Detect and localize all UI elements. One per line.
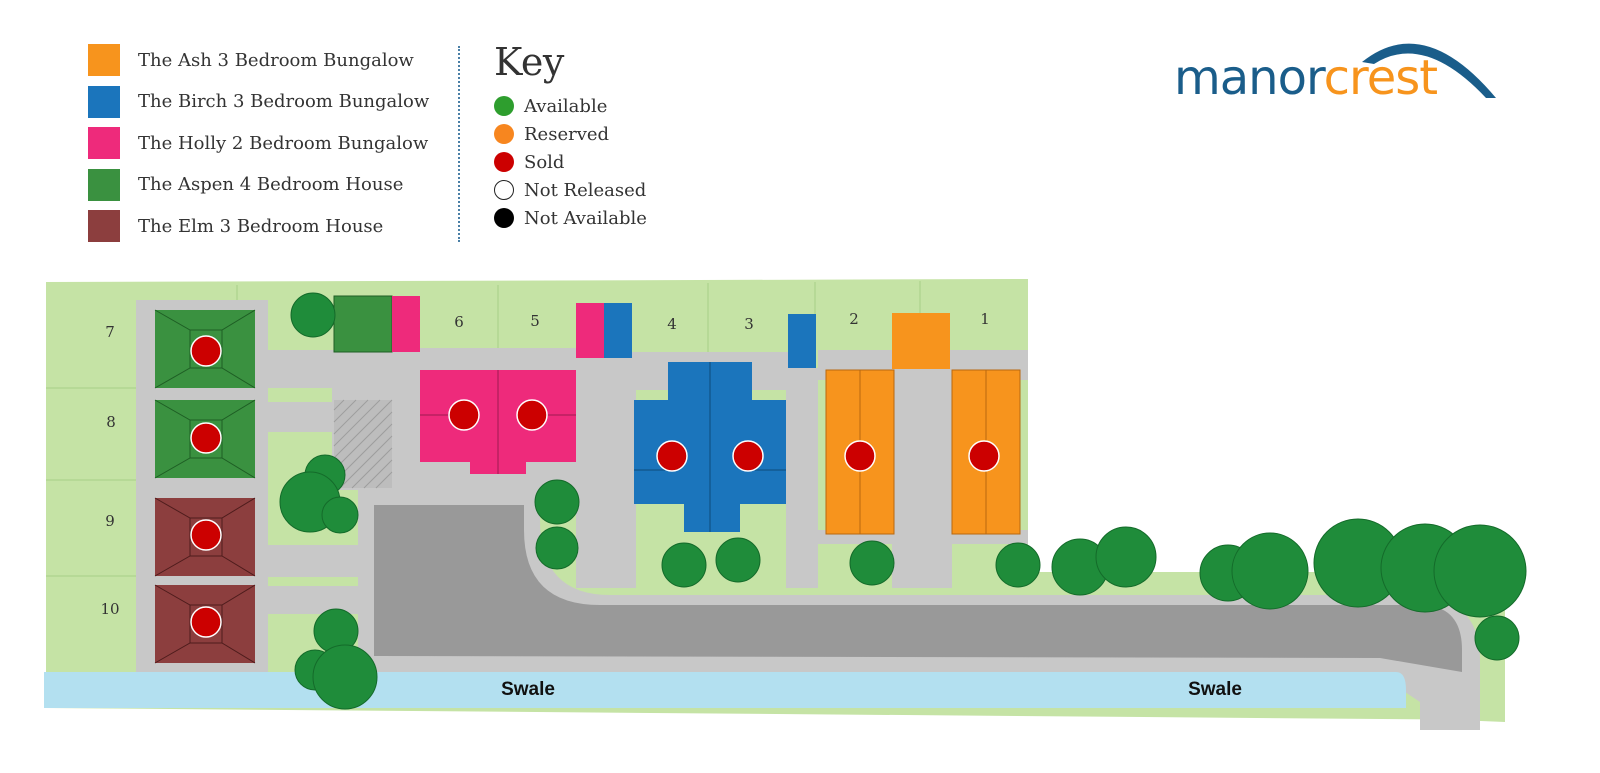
logo-word-crest: crest: [1323, 50, 1438, 106]
manorcrest-logo: manorcrest: [1174, 28, 1504, 108]
plot-number-2: 2: [849, 310, 859, 328]
legend-item-ash: The Ash 3 Bedroom Bungalow: [88, 44, 429, 76]
plot-number-7: 7: [105, 323, 115, 341]
tree-icon: [1095, 526, 1157, 588]
sold-marker-plot-6: [448, 399, 480, 431]
tree-icon: [995, 542, 1041, 588]
legend-item-birch: The Birch 3 Bedroom Bungalow: [88, 85, 430, 118]
legend-item-aspen: The Aspen 4 Bedroom House: [88, 168, 429, 201]
key-label: Available: [524, 95, 608, 117]
legend-label: The Ash 3 Bedroom Bungalow: [138, 49, 414, 71]
legend-divider: [458, 46, 460, 242]
garage-holly-6: [392, 296, 420, 352]
sold-marker-plot-1: [968, 440, 1000, 472]
key-title: Key: [494, 40, 564, 84]
legend-swatch-elm: [88, 210, 120, 242]
plot-numbers: 1 2 3 4 5 6 7 8 9 10: [100, 310, 989, 618]
logo-wordmark: manorcrest: [1174, 54, 1438, 102]
legend-label: The Holly 2 Bedroom Bungalow: [138, 132, 429, 154]
plot-number-10: 10: [100, 600, 119, 618]
plot-boundaries: [46, 281, 921, 577]
swale-label-west: Swale: [501, 679, 555, 700]
not-available-dot-icon: [494, 208, 514, 228]
plot-number-3: 3: [744, 315, 754, 333]
garage-birch-4: [604, 303, 632, 358]
reserved-dot-icon: [494, 124, 514, 144]
available-dot-icon: [494, 96, 514, 116]
key-label: Not Available: [524, 207, 647, 229]
key-item-reserved: Reserved: [494, 120, 647, 148]
tree-icon: [534, 479, 580, 525]
plot-number-1: 1: [980, 310, 990, 328]
plot-number-9: 9: [105, 512, 115, 530]
swale-water: [44, 672, 1406, 708]
house-plots-5-6[interactable]: [420, 370, 576, 474]
sold-marker-plot-5: [516, 399, 548, 431]
status-key: Key Available Reserved Sold Not Released…: [494, 40, 647, 232]
garage-aspen: [333, 295, 393, 353]
key-item-not-available: Not Available: [494, 204, 647, 232]
key-label: Sold: [524, 151, 565, 173]
plot-number-4: 4: [667, 315, 677, 333]
not-released-dot-icon: [494, 180, 514, 200]
sold-marker-plot-2: [844, 440, 876, 472]
tree-icon: [321, 496, 359, 534]
legend-item-holly: The Holly 2 Bedroom Bungalow: [88, 127, 429, 159]
plot-number-6: 6: [454, 313, 464, 331]
legend-label: The Aspen 4 Bedroom House: [138, 174, 404, 195]
sold-dot-icon: [494, 152, 514, 172]
tree-icon: [849, 540, 895, 586]
plot-number-8: 8: [106, 413, 116, 431]
sold-marker-plot-4: [656, 440, 688, 472]
key-label: Not Released: [524, 179, 647, 201]
road: [374, 505, 1462, 672]
legend-label: The Birch 3 Bedroom Bungalow: [138, 91, 430, 112]
tree-icon: [535, 526, 579, 570]
sold-marker-plot-9: [190, 519, 222, 551]
garage-ash: [892, 313, 950, 369]
sold-markers: [190, 335, 1000, 638]
garage-holly-5: [576, 303, 604, 358]
legend-swatch-aspen: [88, 168, 120, 201]
key-item-available: Available: [494, 92, 647, 120]
tree-icon: [1433, 524, 1527, 618]
legend-item-elm: The Elm 3 Bedroom House: [88, 210, 429, 242]
legend-swatch-holly: [88, 127, 120, 159]
hatch-lines: [333, 399, 393, 489]
tree-icon: [312, 644, 378, 710]
tree-icon: [661, 542, 707, 588]
legend-label: The Elm 3 Bedroom House: [138, 215, 384, 237]
legend-swatch-birch: [88, 85, 120, 118]
logo-arc-icon: [1362, 43, 1496, 98]
key-item-not-released: Not Released: [494, 176, 647, 204]
logo-word-manor: manor: [1174, 50, 1325, 106]
swale-label-east: Swale: [1188, 679, 1242, 700]
key-item-sold: Sold: [494, 148, 647, 176]
sold-marker-plot-8: [190, 422, 222, 454]
legend-swatch-ash: [88, 44, 120, 76]
plot-number-5: 5: [530, 312, 540, 330]
sold-marker-plot-3: [732, 440, 764, 472]
house-type-legend: The Ash 3 Bedroom Bungalow The Birch 3 B…: [88, 44, 429, 252]
tree-icon: [290, 292, 336, 338]
tree-icon: [1231, 532, 1309, 610]
tree-icon: [715, 537, 761, 583]
key-label: Reserved: [524, 123, 610, 145]
sold-marker-plot-10: [190, 606, 222, 638]
tree-icon: [1474, 615, 1520, 661]
sold-marker-plot-7: [190, 335, 222, 367]
trees: [279, 292, 1527, 710]
site-plan-map: Swale Swale: [44, 279, 1527, 730]
garage-birch-3: [788, 314, 816, 368]
